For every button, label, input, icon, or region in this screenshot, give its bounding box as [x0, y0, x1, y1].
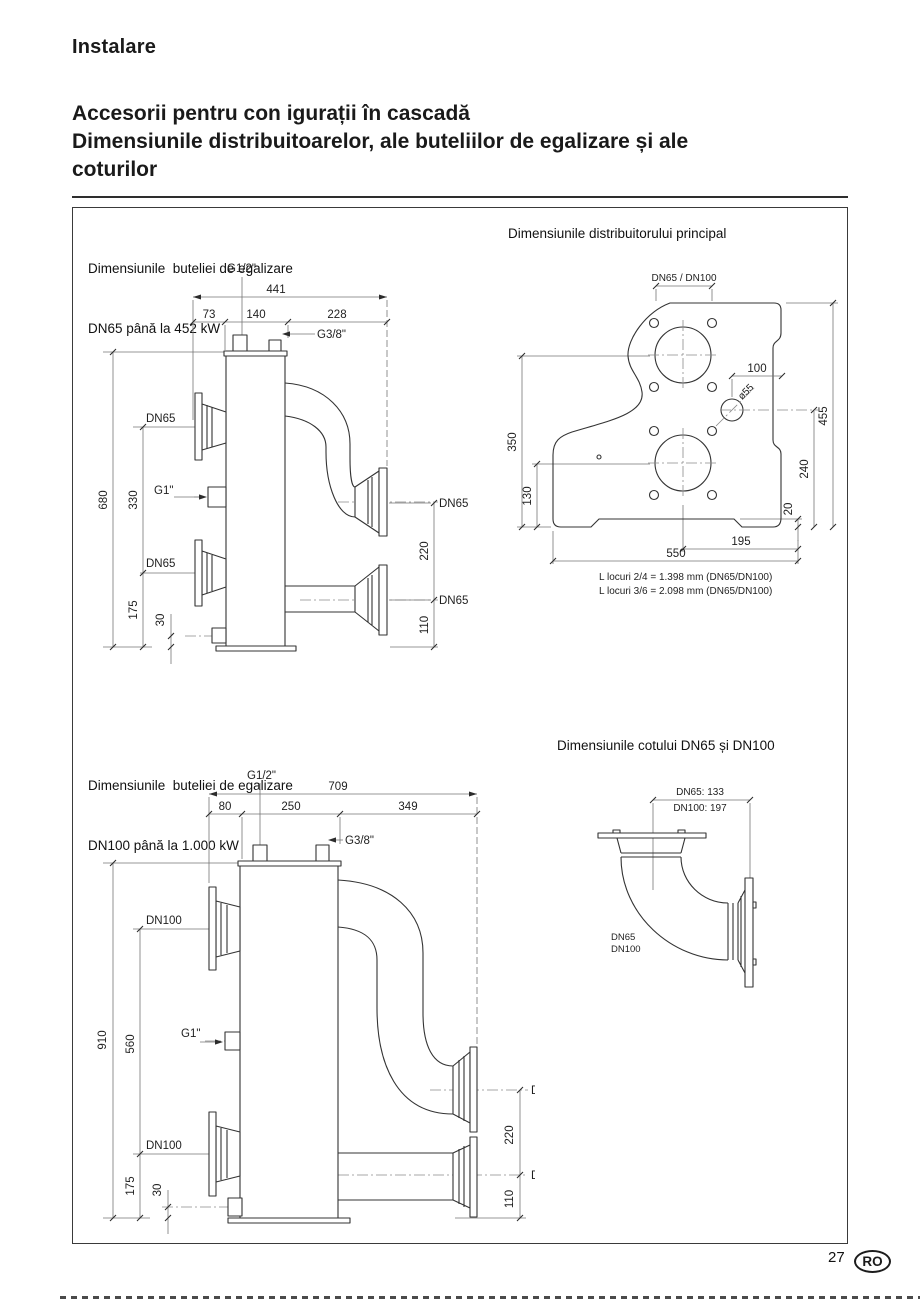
heading-line: Dimensiunile distribuitoarelor, ale bute…	[72, 130, 689, 153]
d1-label-dn65-bottom-left: DN65	[146, 558, 175, 570]
d4-elbow-body	[597, 829, 757, 988]
d1-dim-441: 441	[266, 284, 285, 296]
drawing3-bottle-dn100: G1/2" 709 80 250 349 G3/8" DN100 G1" DN1…	[97, 770, 535, 1234]
d3-dim-349: 349	[398, 801, 417, 813]
d3-dim-80: 80	[219, 801, 232, 813]
d3-dim-110: 110	[504, 1190, 516, 1208]
d4-label-dn65: DN65	[611, 932, 635, 943]
d3-left-flanges	[208, 886, 241, 1197]
d1-label-dn65-right-lower: DN65	[439, 595, 468, 607]
d3-label-g38: G3/8"	[345, 835, 374, 847]
drawing2-title: Dimensiunile distribuitorului principal	[508, 226, 727, 241]
d2-dim-550: 550	[666, 548, 685, 560]
section-heading: Accesorii pentru con igurații în cascadă…	[72, 100, 688, 184]
heading-line: coturilor	[72, 158, 158, 181]
d2-note-line1: L locuri 2/4 = 1.398 mm (DN65/DN100)	[599, 572, 772, 583]
drawing4-elbow: DN65: 133 DN100: 197 DN65 DN100	[597, 787, 757, 988]
country-badge-ro: RO	[854, 1250, 891, 1273]
diagram-box: Dimensiunile buteliei de egalizare DN65 …	[72, 207, 848, 1244]
d1-dim-175: 175	[128, 600, 140, 619]
d3-label-dn100-bottom-left: DN100	[146, 1140, 182, 1152]
d2-dimension-lines	[518, 282, 837, 565]
d2-dim-130: 130	[522, 486, 534, 505]
d3-dim-250: 250	[281, 801, 300, 813]
drawing3-title: Dimensiunile buteliei de egalizare DN100…	[88, 736, 293, 896]
d1-dim-30: 30	[155, 614, 167, 627]
d3-right-pipes	[337, 879, 478, 1218]
d3-dim-910: 910	[97, 1030, 109, 1049]
d2-dim-o55: ø55	[736, 382, 756, 402]
d3-label-g12: G1/2"	[247, 770, 276, 782]
d3-label-g1: G1"	[181, 1028, 200, 1040]
d2-flange-circles	[648, 317, 818, 501]
drawing1-title: Dimensiunile buteliei de egalizare DN65 …	[88, 219, 293, 379]
d3-label-dn100-right-upper: DN100	[531, 1085, 535, 1097]
d2-extension-lines	[517, 289, 838, 564]
drawing1-bottle-dn65: G1/2" 441 73 140 228 G3/8" DN65 G1" DN65…	[98, 263, 468, 664]
d1-dim-330: 330	[128, 490, 140, 509]
drawing4-title: Dimensiunile cotului DN65 și DN100	[557, 738, 775, 753]
d1-labels: G1/2" 441 73 140 228 G3/8" DN65 G1" DN65…	[98, 263, 468, 634]
drawing3-title-line2: DN100 până la 1.000 kW	[88, 838, 239, 853]
d2-dim-100: 100	[747, 363, 766, 375]
d4-dim-dn100: DN100: 197	[673, 803, 727, 814]
d4-extension-lines	[652, 803, 751, 890]
d3-vessel	[224, 844, 351, 1224]
d3-label-dn100-top-left: DN100	[146, 915, 182, 927]
drawing1-title-line1: Dimensiunile buteliei de egalizare	[88, 261, 293, 276]
d1-dim-228: 228	[327, 309, 346, 321]
d2-dim-455: 455	[818, 406, 830, 425]
d1-dim-73: 73	[203, 309, 216, 321]
d2-dim-195: 195	[731, 536, 750, 548]
d2-dim-240: 240	[799, 459, 811, 478]
d1-dim-110: 110	[419, 616, 431, 634]
drawing3-title-line1: Dimensiunile buteliei de egalizare	[88, 778, 293, 793]
d1-label-dn65-top-left: DN65	[146, 413, 175, 425]
d2-labels: DN65 / DN100 100 ø55 455 240 20 350 130 …	[507, 273, 830, 597]
d1-dim-220: 220	[419, 541, 431, 560]
d4-dimension-lines	[649, 796, 754, 804]
d3-label-dn100-right-lower: DN100	[531, 1170, 535, 1182]
d2-label-dn: DN65 / DN100	[651, 273, 716, 284]
heading-line: Accesorii pentru con igurații în cascadă	[72, 102, 470, 125]
d1-label-g12: G1/2"	[227, 263, 256, 275]
d2-plate-outline	[552, 302, 782, 528]
d2-dim-350: 350	[507, 432, 519, 451]
cut-marks-strip	[60, 1296, 920, 1299]
d3-dim-175: 175	[125, 1176, 137, 1195]
d1-right-pipes	[284, 382, 388, 636]
d3-dim-30: 30	[152, 1184, 164, 1197]
page-number: 27	[828, 1249, 845, 1266]
d1-dim-140: 140	[246, 309, 265, 321]
page-title: Instalare	[72, 36, 157, 58]
heading-rule	[72, 196, 848, 198]
d4-labels: DN65: 133 DN100: 197 DN65 DN100	[611, 787, 727, 955]
d2-dim-20: 20	[783, 503, 795, 516]
d4-dim-dn65: DN65: 133	[676, 787, 724, 798]
d3-labels: G1/2" 709 80 250 349 G3/8" DN100 G1" DN1…	[97, 770, 535, 1208]
d3-dim-220: 220	[504, 1125, 516, 1144]
d1-dim-680: 680	[98, 490, 110, 509]
d1-label-g1: G1"	[154, 485, 173, 497]
d3-dim-560: 560	[125, 1034, 137, 1053]
d1-dimension-lines	[109, 277, 438, 664]
d3-dim-709: 709	[328, 781, 347, 793]
d4-label-dn100: DN100	[611, 944, 641, 955]
d1-label-dn65-right-upper: DN65	[439, 498, 468, 510]
d1-vessel	[207, 334, 297, 652]
d1-left-flanges	[194, 392, 227, 607]
drawing2-distributor: DN65 / DN100 100 ø55 455 240 20 350 130 …	[507, 273, 838, 597]
drawing1-title-line2: DN65 până la 452 kW	[88, 321, 221, 336]
d1-label-g38: G3/8"	[317, 329, 346, 341]
d2-note-line2: L locuri 3/6 = 2.098 mm (DN65/DN100)	[599, 586, 772, 597]
